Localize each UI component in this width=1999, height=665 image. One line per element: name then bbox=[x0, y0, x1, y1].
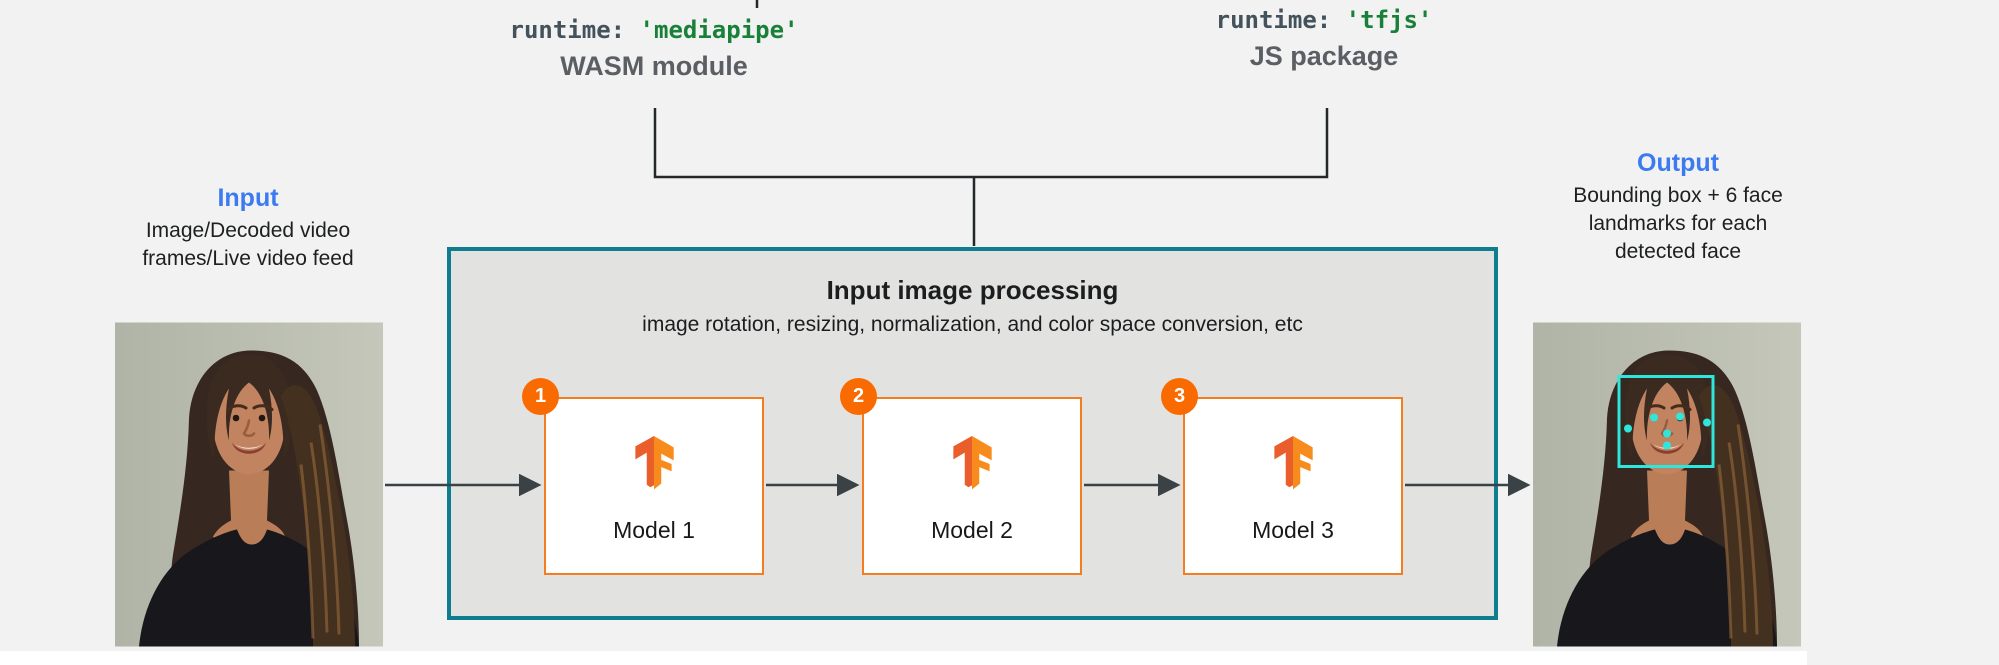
face-landmark-dot bbox=[1663, 429, 1671, 438]
model-3-label: Model 3 bbox=[1252, 517, 1334, 543]
runtime-tfjs-annotation: runtime: 'tfjs' JS package bbox=[1124, 6, 1524, 72]
model-1-label: Model 1 bbox=[613, 517, 695, 543]
processing-title: Input image processing bbox=[826, 275, 1119, 305]
runtime-tfjs-code: runtime: 'tfjs' bbox=[1215, 6, 1433, 34]
runtime-tfjs-value: 'tfjs' bbox=[1345, 6, 1433, 34]
wasm-module-label: WASM module bbox=[560, 51, 748, 81]
face-landmark-dot bbox=[1650, 413, 1658, 422]
output-annotation: Output Bounding box + 6 face landmarks f… bbox=[1563, 149, 1793, 266]
processing-subtitle: image rotation, resizing, normalization,… bbox=[642, 313, 1303, 336]
runtime-mediapipe-value: 'mediapipe' bbox=[639, 16, 799, 44]
face-landmark-dot bbox=[1703, 418, 1711, 427]
output-description: Bounding box + 6 face landmarks for each… bbox=[1573, 184, 1783, 263]
input-annotation: Input Image/Decoded video frames/Live vi… bbox=[133, 184, 363, 273]
face-bounding-box bbox=[1617, 375, 1715, 468]
bottom-white-strip bbox=[0, 651, 1807, 665]
step-1-badge: 1 bbox=[522, 378, 559, 415]
runtime-bracket-line bbox=[653, 108, 1329, 179]
output-photo bbox=[1533, 322, 1801, 647]
model-2-box: 2 Model 2 bbox=[840, 378, 1082, 575]
step-2-badge: 2 bbox=[840, 378, 877, 415]
runtime-mediapipe-annotation: runtime: 'mediapipe' WASM module bbox=[454, 16, 854, 82]
output-title: Output bbox=[1637, 149, 1719, 177]
runtime-mediapipe-code: runtime: 'mediapipe' bbox=[509, 16, 799, 44]
model-2-label: Model 2 bbox=[931, 517, 1013, 543]
face-landmark-dot bbox=[1676, 412, 1684, 421]
face-landmarks bbox=[1624, 412, 1711, 450]
model-3-box: 3 Model 3 bbox=[1161, 378, 1403, 575]
input-photo bbox=[115, 322, 383, 647]
face-detection-overlay bbox=[1617, 375, 1715, 468]
tensorflow-logo-icon bbox=[628, 435, 680, 493]
step-3-badge: 3 bbox=[1161, 378, 1198, 415]
input-title: Input bbox=[217, 184, 279, 212]
js-package-label: JS package bbox=[1249, 41, 1399, 71]
face-landmark-dot bbox=[1624, 424, 1632, 433]
tensorflow-logo-icon bbox=[946, 435, 998, 493]
face-landmark-dot bbox=[1663, 441, 1671, 450]
input-description: Image/Decoded video frames/Live video fe… bbox=[142, 219, 354, 270]
model-1-box: 1 Model 1 bbox=[522, 378, 764, 575]
tensorflow-logo-icon bbox=[1267, 435, 1319, 493]
